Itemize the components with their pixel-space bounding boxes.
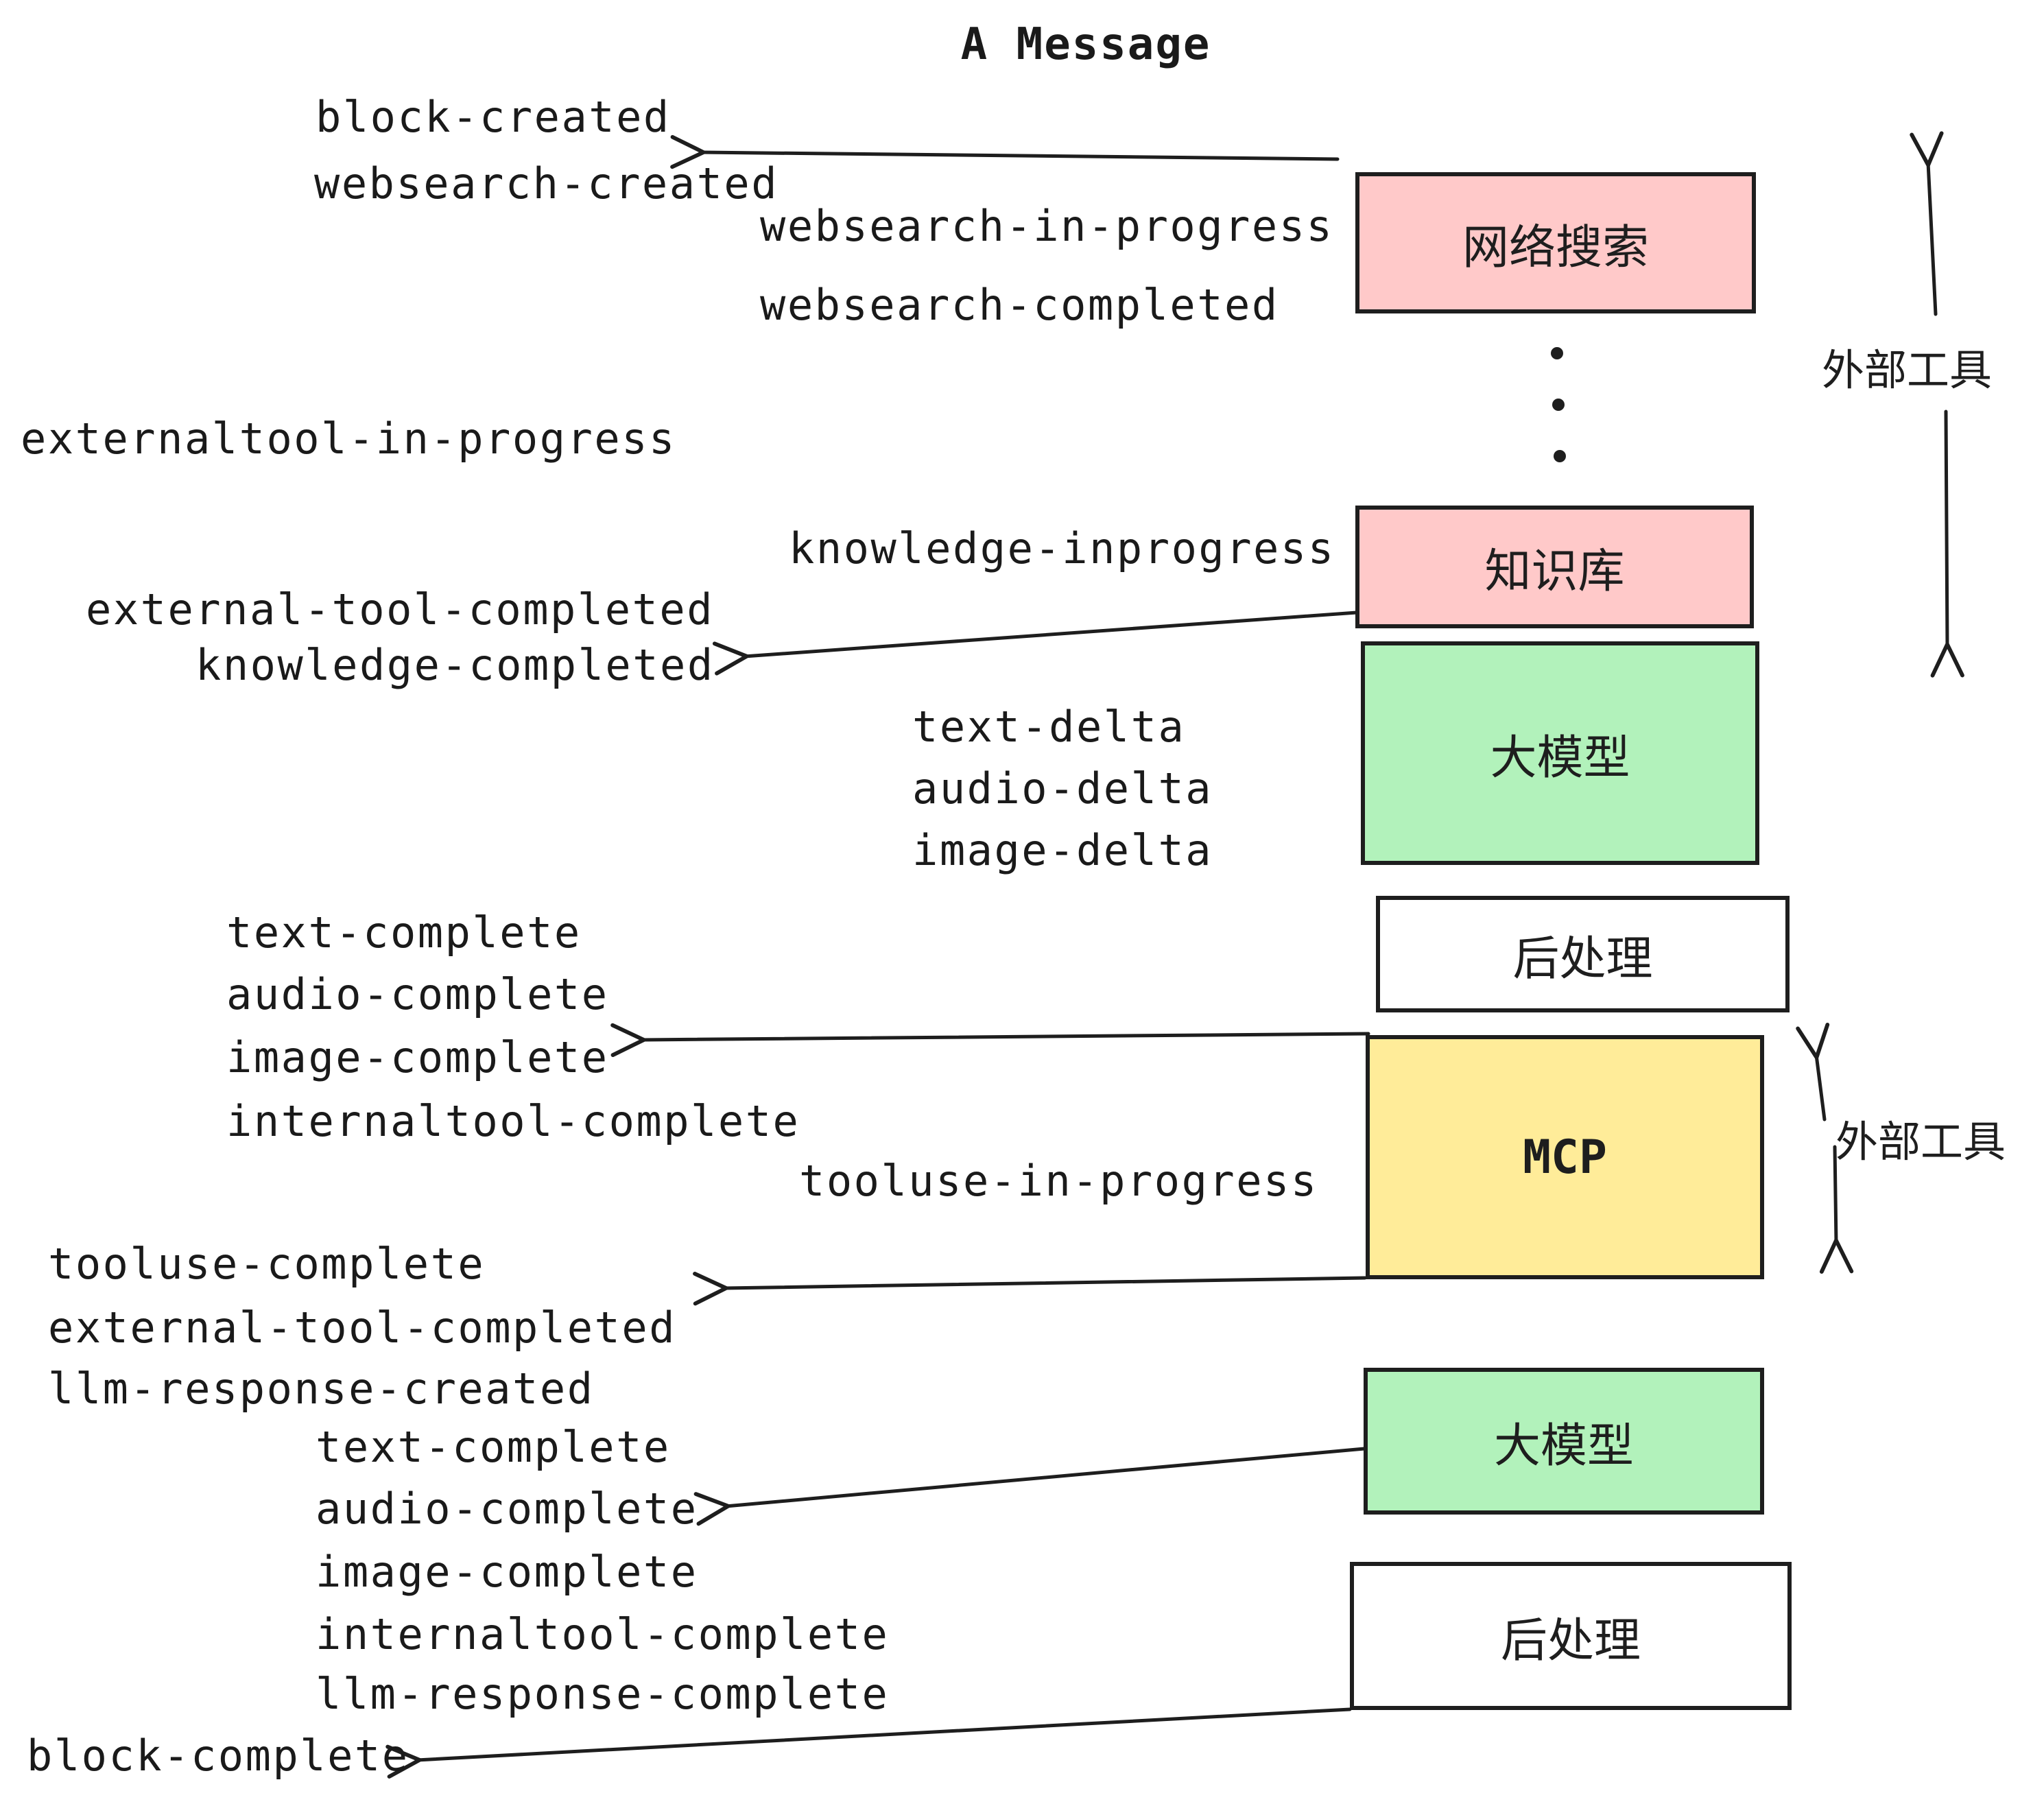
event-label-externaltool-in-progress: externaltool-in-progress: [21, 414, 676, 464]
ellipsis-dot-1: [1551, 347, 1563, 359]
event-label-image-complete-1: image-complete: [226, 1032, 609, 1082]
websearch-box-label: 网络搜索: [1462, 221, 1649, 274]
event-label-image-delta-1: image-delta: [912, 825, 1213, 875]
event-label-text-complete-1: text-complete: [226, 907, 582, 958]
event-label-tooluse-complete: tooluse-complete: [48, 1239, 486, 1289]
postprocess-box-1-label: 后处理: [1512, 932, 1653, 985]
event-label-llm-response-complete: llm-response-complete: [316, 1669, 890, 1719]
knowledge-box-label: 知识库: [1484, 545, 1625, 597]
event-label-knowledge-completed: knowledge-completed: [195, 640, 715, 690]
ellipsis-dot-3: [1554, 450, 1566, 462]
arrow-to-tooluse-complete: [693, 1272, 1367, 1306]
event-label-block-complete: block-complete: [27, 1731, 409, 1781]
event-label-llm-response-created: llm-response-created: [48, 1364, 595, 1414]
external-tools-down-arrow-mcp: [1819, 1145, 1854, 1274]
mcp-box-label: MCP: [1523, 1130, 1607, 1185]
llm-box-1: 大模型: [1361, 641, 1759, 865]
postprocess-box-2-label: 后处理: [1500, 1614, 1641, 1667]
arrow-to-image-complete: [610, 1023, 1370, 1058]
external-tools-label-top: 外部工具: [1822, 347, 1993, 394]
event-label-text-delta-1: text-delta: [912, 702, 1186, 752]
event-label-knowledge-inprogress: knowledge-inprogress: [789, 523, 1335, 573]
external-tools-up-arrow-mcp: [1796, 1022, 1830, 1121]
llm-box-2-label: 大模型: [1493, 1419, 1634, 1472]
event-label-audio-delta-1: audio-delta: [912, 763, 1213, 814]
external-tools-label-mcp: 外部工具: [1835, 1119, 2006, 1166]
event-label-tooluse-in-progress: tooluse-in-progress: [799, 1156, 1318, 1206]
postprocess-box-1: 后处理: [1376, 896, 1790, 1012]
event-label-internaltool-complete-2: internaltool-complete: [316, 1609, 890, 1659]
event-label-websearch-created: websearch-created: [314, 158, 779, 209]
arrow-to-block-complete: [385, 1707, 1352, 1779]
event-label-internaltool-complete-1: internaltool-complete: [226, 1096, 800, 1146]
event-label-external-tool-completed-1: external-tool-completed: [86, 584, 715, 634]
event-label-block-created: block-created: [316, 92, 671, 142]
event-label-external-tool-completed-2: external-tool-completed: [48, 1303, 677, 1353]
knowledge-box: 知识库: [1355, 506, 1754, 628]
external-tools-up-arrow-top: [1910, 131, 1944, 316]
llm-box-1-label: 大模型: [1490, 731, 1630, 784]
event-label-audio-complete-1: audio-complete: [226, 969, 609, 1019]
event-label-text-complete-2: text-complete: [316, 1422, 671, 1472]
postprocess-box-2: 后处理: [1350, 1562, 1792, 1710]
ellipsis-dot-2: [1552, 399, 1565, 411]
event-label-image-complete-2: image-complete: [316, 1547, 698, 1597]
event-label-websearch-in-progress: websearch-in-progress: [760, 201, 1334, 251]
arrow-to-block-created: [670, 134, 1340, 169]
event-label-audio-complete-2: audio-complete: [316, 1484, 698, 1534]
diagram-title: A Message: [960, 19, 1211, 70]
external-tools-down-arrow-top: [1930, 410, 1964, 678]
arrow-to-knowledge-completed: [712, 610, 1359, 676]
arrow-to-audio-complete: [693, 1447, 1366, 1526]
mcp-box: MCP: [1366, 1035, 1764, 1279]
llm-box-2: 大模型: [1364, 1368, 1764, 1515]
websearch-box: 网络搜索: [1355, 172, 1756, 313]
event-label-websearch-completed: websearch-completed: [760, 280, 1279, 330]
